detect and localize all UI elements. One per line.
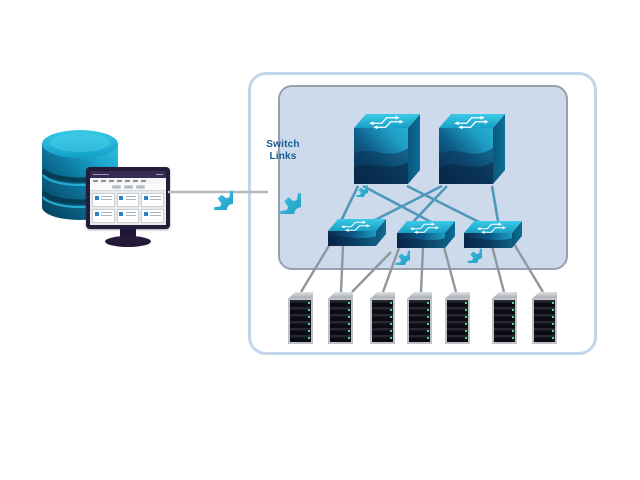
console-screen: [90, 171, 166, 225]
dashboard-card: [116, 209, 140, 223]
console-toolbar: [90, 184, 166, 191]
switch-links-gear-icon: [255, 168, 301, 214]
monitor-stand: [120, 229, 136, 238]
management-console: [86, 167, 170, 247]
dashboard-card: [92, 193, 115, 207]
access-gear-icon-2: [450, 231, 482, 263]
server-3: [370, 292, 395, 344]
gear-icon: [191, 168, 233, 210]
dashboard-card: [92, 209, 115, 223]
access-gear-icon-1: [378, 233, 410, 265]
server-7: [532, 292, 557, 344]
monitor-frame: [86, 167, 170, 229]
switch-links-label: Switch Links: [251, 139, 315, 162]
switch-links-label-line1: Switch: [266, 139, 300, 150]
server-1: [288, 292, 313, 344]
dashboard-card: [141, 209, 164, 223]
server-5: [445, 292, 470, 344]
switch-links-label-line2: Links: [269, 150, 297, 162]
console-dashboard-cards: [90, 191, 166, 225]
console-menubar: [90, 178, 166, 184]
core-switch-2: [435, 110, 505, 186]
server-4: [407, 292, 432, 344]
dashboard-card: [116, 193, 140, 207]
server-2: [328, 292, 353, 344]
console-titlebar: [90, 171, 166, 178]
core-switch-gear-icon: [342, 171, 368, 197]
server-6: [492, 292, 517, 344]
dashboard-card: [141, 193, 164, 207]
monitor-base: [105, 236, 151, 247]
